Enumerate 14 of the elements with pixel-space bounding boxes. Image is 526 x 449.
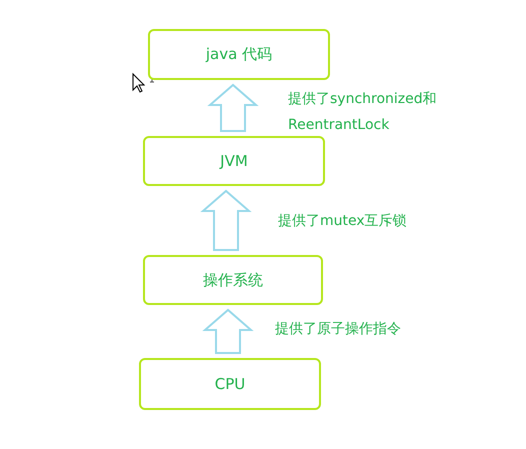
block-arrow xyxy=(200,190,252,251)
edge-label: 提供了原子操作指令 xyxy=(275,320,402,339)
layer-label: CPU xyxy=(214,375,246,393)
layer-label: 操作系统 xyxy=(203,270,263,290)
layer-label: JVM xyxy=(220,152,248,170)
layer-box xyxy=(143,255,323,305)
layer-box xyxy=(143,136,325,186)
block-arrow xyxy=(202,308,254,354)
layer-box xyxy=(148,29,330,80)
edge-label: 提供了synchronized和 ReentrantLock xyxy=(288,90,438,135)
edge-label: 提供了mutex互斥锁 xyxy=(278,212,408,231)
block-arrow xyxy=(207,84,259,132)
layer-label: java 代码 xyxy=(206,45,272,64)
layer-box xyxy=(139,358,321,410)
